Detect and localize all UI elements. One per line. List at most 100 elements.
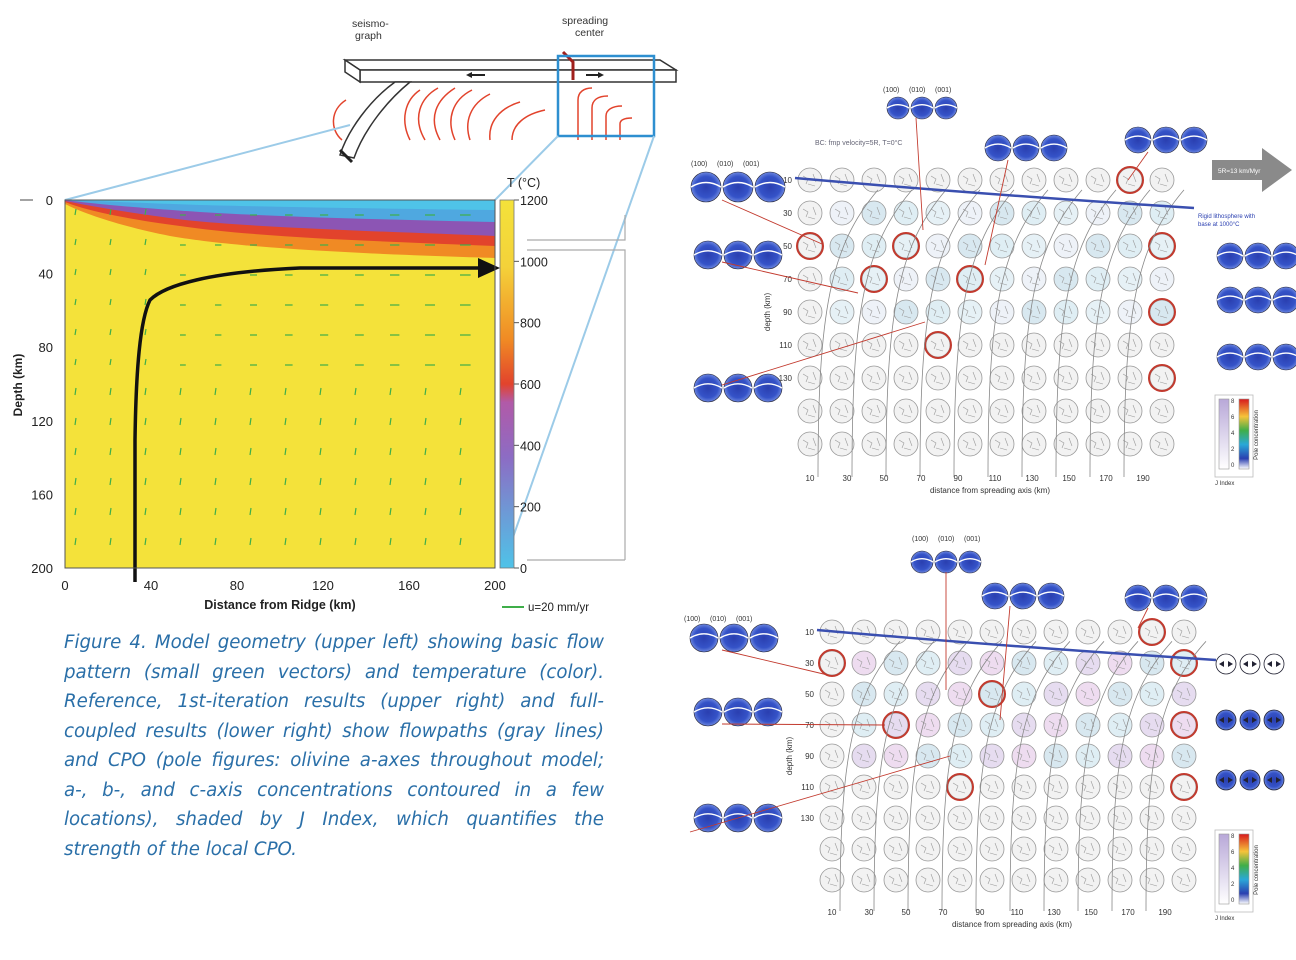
pole-figure: [829, 398, 855, 424]
panel-x-tick: 70: [917, 474, 926, 483]
pole-figure: [893, 398, 919, 424]
flow-vector: [109, 268, 112, 276]
pole-figure-pattern: [1090, 404, 1105, 418]
pole-figure: [829, 233, 855, 259]
pole-figure: [829, 200, 855, 226]
pole-figure-pattern: [930, 437, 945, 451]
pole-figure: [947, 681, 973, 707]
pole-figure-pattern: [866, 404, 881, 418]
pole-figure-pattern: [888, 873, 903, 887]
pole-figure: [979, 712, 1005, 738]
pole-figure-pattern: [1080, 687, 1095, 701]
contoured-pole-figure: [723, 240, 753, 270]
pole-figure-pattern: [984, 718, 999, 732]
flow-vector: [389, 477, 392, 486]
pole-figure-pattern: [962, 272, 977, 286]
pole-figure: [925, 200, 951, 226]
flow-vector: [459, 417, 462, 426]
flow-vector: [354, 507, 357, 516]
pole-figure: [1053, 332, 1079, 358]
flow-vector: [74, 268, 77, 276]
flow-vector: [109, 328, 112, 336]
pole-figure-pattern: [1090, 272, 1105, 286]
contoured-pole-figure: [722, 171, 754, 203]
y-tick-label: 0: [46, 193, 53, 208]
contoured-pole-figure: [934, 550, 958, 574]
pole-figure: [925, 365, 951, 391]
pole-figure-pattern: [1016, 656, 1031, 670]
flow-vector: [214, 507, 217, 516]
pole-figure-pattern: [1176, 718, 1191, 732]
flow-vector: [389, 507, 392, 516]
pole-figure: [1107, 681, 1133, 707]
contoured-pole-figure: [981, 582, 1009, 610]
contoured-pole-figure: [753, 373, 783, 403]
pole-figure: [915, 650, 941, 676]
pole-figure-pattern: [1080, 749, 1095, 763]
panel-x-tick: 190: [1158, 908, 1172, 917]
pole-figure: [1117, 299, 1143, 325]
pole-figure: [861, 167, 887, 193]
contoured-pole-figure: [1244, 242, 1272, 270]
pole-figure-pattern: [1219, 661, 1233, 667]
flowpath-gray: [1009, 641, 1071, 912]
y-axis-label: Depth (km): [11, 354, 25, 417]
leader-line: [984, 159, 1009, 266]
pole-figure-pattern: [888, 842, 903, 856]
pole-figure: [989, 167, 1015, 193]
contoured-pole-figure-pattern: [723, 813, 753, 819]
pole-figure: [1107, 867, 1133, 893]
pole-figure-pattern: [1219, 777, 1233, 783]
flow-vector: [74, 208, 77, 216]
flow-vector: [214, 417, 217, 426]
jindex-tick: 6: [1231, 850, 1235, 856]
contoured-pole-figure-pattern: [1216, 295, 1244, 301]
pole-figure: [1075, 650, 1101, 676]
pole-figure-pattern: [888, 749, 903, 763]
panel-y-tick: 130: [801, 814, 815, 823]
panel-x-tick: 150: [1062, 474, 1076, 483]
pole-figure: [1117, 167, 1143, 193]
pole-figure: [1075, 712, 1101, 738]
pole-figure: [819, 743, 845, 769]
pole-figure: [1075, 836, 1101, 862]
flow-vector: [354, 447, 357, 456]
flow-vector: [459, 447, 462, 456]
pole-figure-pattern: [994, 272, 1009, 286]
contoured-pole-figure: [1124, 584, 1152, 612]
pole-figure-pattern: [1090, 239, 1105, 253]
flow-vector: [179, 387, 182, 396]
pole-figure-pattern: [898, 437, 913, 451]
pole-figure: [861, 431, 887, 457]
pole-figure: [851, 619, 877, 645]
pole-figure: [947, 743, 973, 769]
leader-line: [721, 199, 823, 245]
contoured-pole-figure-pattern: [934, 104, 958, 109]
flowpath-gray: [1111, 641, 1173, 912]
flow-vector: [389, 417, 392, 426]
pole-figure-pattern: [1176, 625, 1191, 639]
contoured-pole-figure: [1239, 769, 1261, 791]
pole-figure-pattern: [930, 173, 945, 187]
flowpath-gray: [953, 189, 1015, 478]
pole-figure: [947, 619, 973, 645]
y-tick-label: 200: [31, 561, 53, 576]
pole-figure-pattern: [834, 305, 849, 319]
y-tick-label: 40: [39, 267, 53, 282]
pole-figure: [893, 332, 919, 358]
contoured-pole-figure-pattern: [984, 143, 1012, 149]
pole-figure: [1107, 712, 1133, 738]
jindex-tick: 4: [1231, 431, 1235, 437]
flowpath-gray: [1123, 189, 1185, 478]
pole-figure: [861, 266, 887, 292]
pole-figure-pattern: [898, 338, 913, 352]
pole-figure-pattern: [1016, 749, 1031, 763]
contoured-pole-figure-pattern: [690, 181, 722, 188]
flow-vector: [284, 507, 287, 516]
flow-vector: [74, 328, 77, 336]
chart-frame: [64, 199, 496, 569]
jindex-tick: 0: [1231, 463, 1235, 469]
pole-figure-pattern: [1154, 371, 1169, 385]
contoured-pole-figure: [1180, 126, 1208, 154]
